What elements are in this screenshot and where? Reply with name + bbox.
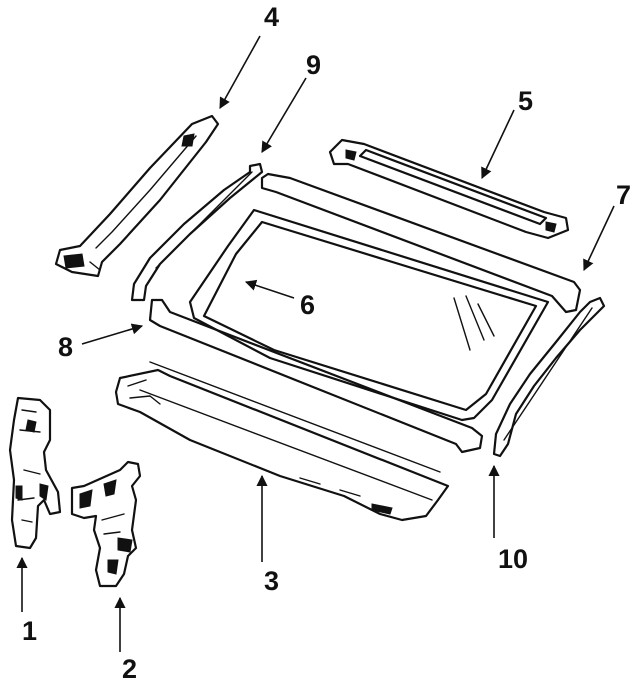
- callout-1: 1: [22, 616, 37, 646]
- leader-lines: [16, 35, 615, 652]
- leader-9: [261, 77, 307, 153]
- part-2-lower-bracket: [70, 460, 142, 588]
- leader-6: [244, 279, 295, 299]
- callout-5: 5: [518, 86, 533, 116]
- callout-8: 8: [58, 332, 73, 362]
- part-3-cowl-panel: [114, 361, 450, 522]
- callout-6: 6: [300, 290, 315, 320]
- callout-7: 7: [616, 180, 631, 210]
- part-8-lower-moulding: [148, 298, 484, 454]
- part-10-pillar-molding: [492, 296, 606, 458]
- callout-2: 2: [122, 654, 137, 684]
- part-1-pillar-bracket: [8, 396, 62, 550]
- part-7-moulding-frame: [260, 172, 582, 314]
- callout-labels: 1 2 3 4 5 6 7 8 9 10: [22, 2, 631, 684]
- callout-3: 3: [264, 566, 279, 596]
- leader-5: [481, 109, 515, 180]
- part-6-windshield-glass: [188, 208, 550, 422]
- part-5-header-panel: [328, 138, 570, 240]
- leader-4: [219, 35, 261, 109]
- leader-7: [583, 205, 615, 272]
- callout-9: 9: [306, 50, 321, 80]
- leader-8: [81, 323, 144, 345]
- part-9-pillar-molding: [130, 162, 264, 302]
- callout-10: 10: [498, 544, 528, 574]
- part-4-roof-rail: [54, 114, 220, 278]
- callout-4: 4: [264, 2, 279, 32]
